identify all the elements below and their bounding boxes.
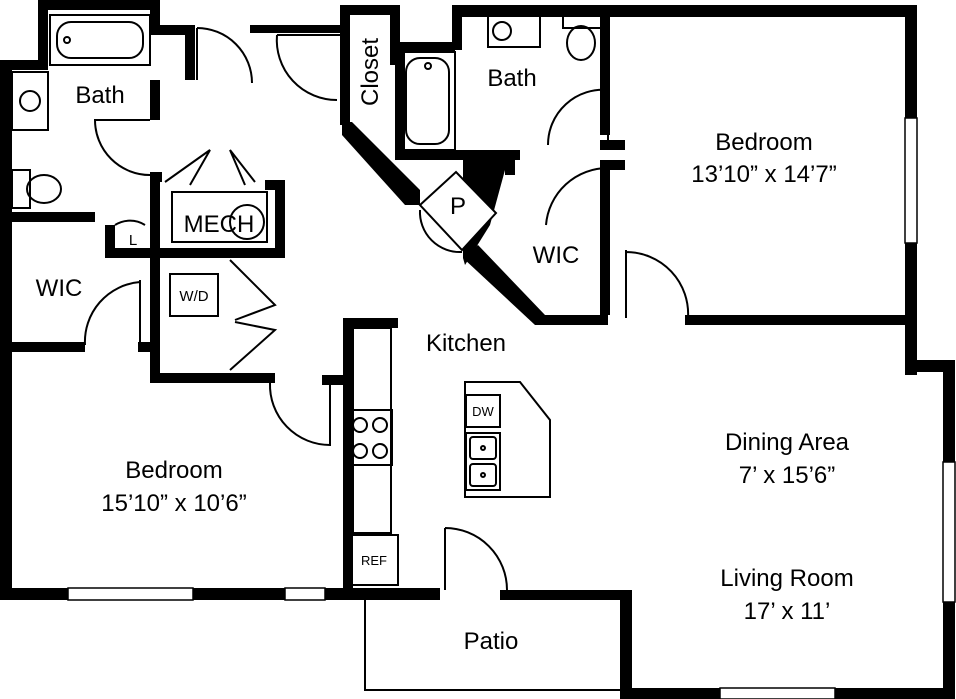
label-wic-left: WIC [36, 275, 83, 302]
label-bedroom-master-dims: 13’10” x 14’7” [691, 161, 836, 188]
label-bedroom-second: Bedroom [125, 457, 222, 484]
label-pantry: P [450, 193, 466, 220]
label-kitchen: Kitchen [426, 330, 506, 357]
label-bedroom-master: Bedroom [715, 129, 812, 156]
label-living: Living Room [720, 565, 853, 592]
room-labels: Bath Bath Closet Bedroom 13’10” x 14’7” … [36, 38, 854, 655]
label-dishwasher: DW [472, 404, 494, 419]
label-living-dims: 17’ x 11’ [744, 598, 831, 625]
label-linen: L [129, 232, 137, 249]
label-bath-left: Bath [75, 82, 124, 109]
label-mech: MECH [184, 211, 255, 238]
label-bath-right: Bath [487, 65, 536, 92]
label-patio: Patio [464, 628, 519, 655]
label-dining: Dining Area [725, 429, 850, 456]
doors [83, 27, 690, 691]
label-closet: Closet [357, 38, 384, 106]
label-laundry: W/D [179, 288, 208, 305]
fixtures [11, 14, 602, 586]
label-dining-dims: 7’ x 15’6” [739, 462, 836, 489]
label-wic-right: WIC [533, 242, 580, 269]
label-bedroom-second-dims: 15’10” x 10’6” [101, 490, 246, 517]
label-refrigerator: REF [361, 553, 387, 568]
windows [67, 117, 956, 699]
